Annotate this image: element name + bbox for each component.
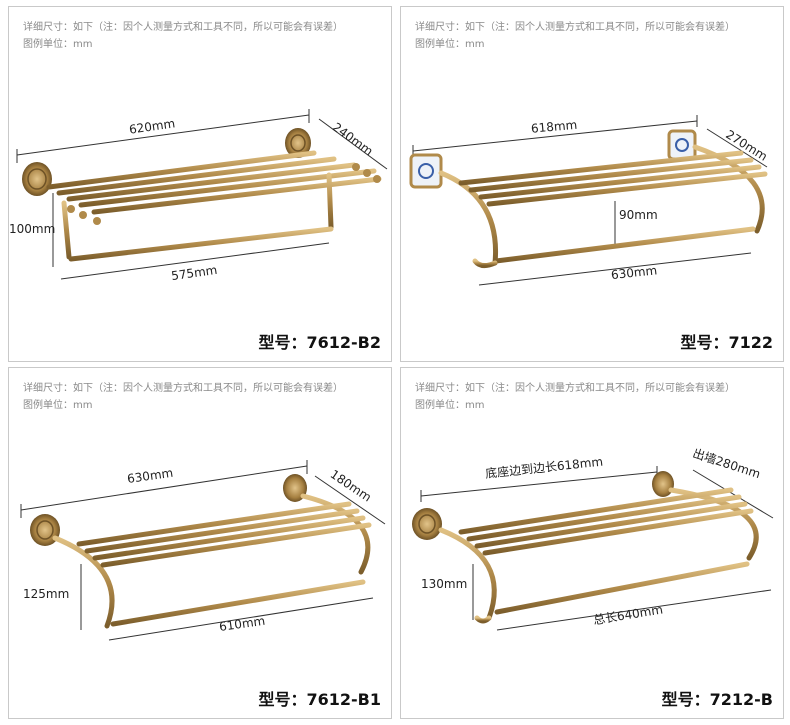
dim-bar: 610mm	[218, 614, 266, 634]
towel-rack-illustration: 底座边到边长618mm 出墙280mm 130mm 总长640mm	[412, 446, 774, 631]
shelf-bars	[438, 487, 759, 624]
product-panel-7212-b: 详细尺寸：如下（注：因个人测量方式和工具不同，所以可能会有误差） 图例单位：mm	[400, 367, 784, 719]
dim-bar: 575mm	[170, 263, 218, 283]
towel-rack-illustration: 630mm 180mm 125mm 610mm	[20, 460, 386, 641]
dim-bar: 总长640mm	[592, 602, 664, 627]
dim-depth: 240mm	[330, 120, 376, 159]
product-panel-7122: 详细尺寸：如下（注：因个人测量方式和工具不同，所以可能会有误差） 图例单位：mm	[400, 6, 784, 362]
dim-height: 90mm	[619, 208, 658, 222]
dim-length: 630mm	[126, 466, 174, 486]
dim-height: 125mm	[23, 587, 69, 601]
wall-mount-right	[652, 471, 674, 497]
dim-depth: 出墙280mm	[691, 446, 762, 481]
shelf-bars	[438, 144, 768, 269]
dim-length: 底座边到边长618mm	[484, 454, 603, 481]
dim-length: 620mm	[128, 116, 176, 136]
shelf-bars	[46, 150, 382, 262]
model-number: 型号：7212-B	[661, 690, 773, 709]
dim-length: 618mm	[530, 118, 577, 136]
porcelain-mount-left	[409, 153, 443, 189]
product-panel-7612-b2: 详细尺寸：如下（注：因个人测量方式和工具不同，所以可能会有误差） 图例单位：mm	[8, 6, 392, 362]
wall-mount-left	[30, 514, 60, 546]
product-panel-7612-b1: 详细尺寸：如下（注：因个人测量方式和工具不同，所以可能会有误差） 图例单位：mm	[8, 367, 392, 719]
dim-height: 130mm	[421, 577, 467, 591]
dim-height: 100mm	[9, 222, 55, 236]
wall-mount-left	[22, 162, 52, 196]
measurement-note: 详细尺寸：如下（注：因个人测量方式和工具不同，所以可能会有误差） 图例单位：mm	[23, 22, 343, 50]
measurement-note: 详细尺寸：如下（注：因个人测量方式和工具不同，所以可能会有误差） 图例单位：mm	[415, 22, 735, 50]
dim-bar: 630mm	[610, 263, 658, 282]
wall-mount-right	[285, 128, 311, 158]
model-number: 型号：7612-B2	[258, 333, 381, 352]
towel-rack-illustration: 618mm 270mm 90mm 630mm	[409, 115, 770, 286]
shelf-bars	[52, 493, 372, 629]
porcelain-mount-right	[667, 129, 697, 161]
measurement-note: 详细尺寸：如下（注：因个人测量方式和工具不同，所以可能会有误差） 图例单位：mm	[415, 383, 735, 411]
model-number: 型号：7122	[680, 333, 773, 352]
model-number: 型号：7612-B1	[258, 690, 381, 709]
measurement-note: 详细尺寸：如下（注：因个人测量方式和工具不同，所以可能会有误差） 图例单位：mm	[23, 383, 343, 411]
dim-depth: 180mm	[328, 467, 374, 504]
wall-mount-left	[412, 508, 442, 540]
towel-rack-illustration: 620mm 240mm 100mm 575mm	[9, 109, 388, 283]
